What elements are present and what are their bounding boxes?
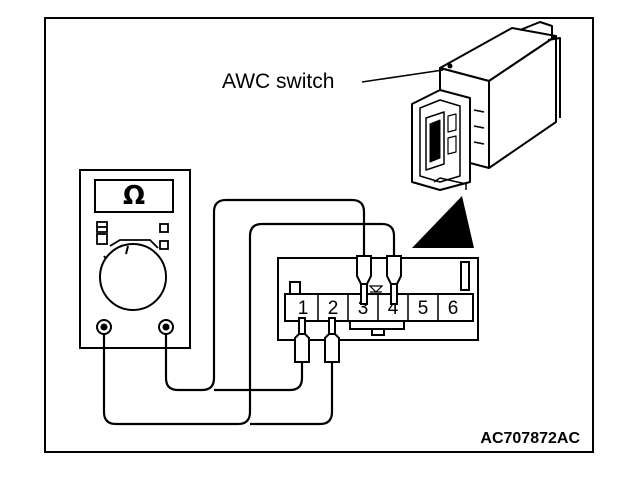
awc-switch-leader — [361, 69, 444, 83]
probe-pin-1[interactable] — [294, 317, 310, 363]
pin-label-2: 2 — [328, 298, 339, 319]
awc-switch — [411, 21, 561, 191]
pin-cells — [317, 294, 439, 321]
ohm-symbol: Ω — [123, 181, 145, 211]
pin-label-6: 6 — [448, 298, 459, 319]
switch-dot — [447, 63, 453, 69]
pin-label-1: 1 — [298, 298, 309, 319]
ohmmeter — [79, 169, 191, 349]
probe-pin-2[interactable] — [324, 317, 340, 363]
view-arrow — [412, 196, 474, 248]
pin-labels: 1 2 3 4 5 6 — [298, 298, 459, 319]
selector-dial[interactable] — [99, 243, 167, 311]
pin-label-5: 5 — [418, 298, 429, 319]
figure-frame — [44, 17, 594, 453]
awc-switch-label: AWC switch — [222, 70, 334, 93]
test-leads — [102, 198, 396, 426]
pin-label-3: 3 — [358, 298, 369, 319]
probe-pin-4[interactable] — [386, 255, 402, 305]
connector-key-mark — [368, 285, 384, 293]
pin-label-4: 4 — [388, 298, 399, 319]
figure-code: AC707872AC — [480, 430, 580, 447]
probe-pin-3[interactable] — [356, 255, 372, 305]
